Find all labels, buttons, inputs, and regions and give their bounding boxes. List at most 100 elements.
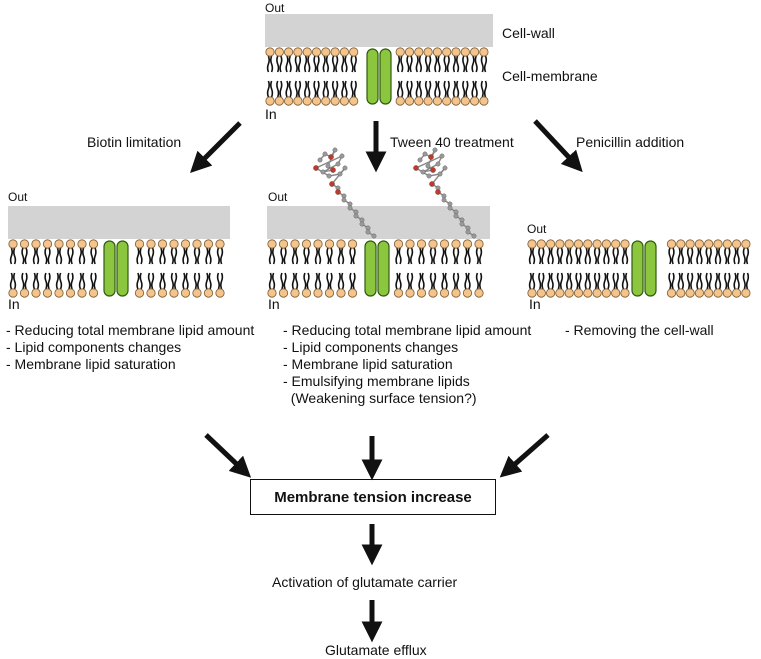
lipid-tail — [705, 247, 709, 265]
atom — [322, 151, 328, 157]
lipid-tail — [395, 272, 399, 290]
lipid-tail — [409, 80, 413, 98]
atom — [471, 233, 477, 239]
lipid-tail — [304, 55, 308, 73]
lipid-tail — [603, 247, 607, 265]
lipid-head — [620, 239, 630, 249]
lipid-tail — [606, 272, 610, 290]
lipid-tail — [437, 55, 441, 73]
lipid-tail — [9, 272, 13, 290]
lipid-head — [666, 288, 677, 298]
lipid-tail — [170, 272, 174, 290]
lipid-head — [432, 47, 442, 57]
atom — [359, 221, 365, 227]
lipid-head — [704, 239, 714, 249]
lipid-tail — [90, 247, 94, 265]
lipid-tail — [136, 272, 140, 290]
bond — [422, 163, 439, 173]
glutamate-channel — [116, 240, 129, 297]
lipid-tail — [349, 247, 353, 265]
atom — [426, 173, 432, 179]
penicillin-addition-label: Penicillin addition — [576, 134, 685, 150]
lipid-head — [313, 288, 323, 298]
lipid-tail — [325, 55, 329, 73]
list-item: - Membrane lipid saturation — [283, 356, 453, 372]
lipid-head — [42, 288, 53, 298]
left-in-label: In — [8, 296, 20, 312]
lipid-tail — [294, 80, 298, 98]
lipid-tail — [93, 272, 97, 290]
lipid-tail — [467, 247, 471, 265]
lipid-head — [157, 239, 168, 249]
lipid-tail — [597, 272, 601, 290]
atom — [337, 171, 343, 177]
lipid-tail — [297, 80, 302, 98]
lipid-head — [278, 239, 289, 249]
atom — [320, 169, 326, 175]
lipid-tail — [456, 80, 460, 98]
lipid-tail — [621, 247, 625, 265]
list-item: - Reducing total membrane lipid amount — [283, 322, 532, 338]
glutamate-channel — [379, 48, 392, 105]
lipid-head — [324, 288, 335, 298]
left-effects-list: - Reducing total membrane lipid amount -… — [6, 322, 254, 373]
list-item: - Membrane lipid saturation — [6, 356, 176, 372]
lipid-head — [592, 288, 602, 298]
lipid-head — [460, 47, 470, 57]
bond — [415, 155, 443, 169]
lipid-tail — [47, 272, 51, 290]
lipid-tail — [47, 247, 51, 265]
lipid-tail — [578, 272, 582, 290]
lipid-head — [564, 288, 574, 298]
lipid-tail — [714, 272, 718, 290]
lipid-tail — [313, 80, 317, 98]
lipid-tail — [433, 247, 437, 265]
bond — [431, 167, 446, 185]
lipid-tail — [280, 247, 284, 265]
lipid-head — [469, 96, 480, 106]
lipid-tail — [349, 272, 353, 290]
lipid-tail — [279, 80, 283, 98]
lipid-tail — [313, 55, 317, 73]
lipid-tail — [36, 272, 40, 290]
lipid-tail — [587, 272, 591, 290]
lipid-tail — [341, 272, 345, 290]
lipid-head — [65, 239, 76, 249]
lipid-tail — [59, 247, 63, 265]
lipid-tail — [479, 247, 483, 265]
middle-membrane — [267, 239, 484, 298]
lipid-head — [31, 288, 41, 298]
lipid-tail — [587, 247, 591, 265]
lipid-tail — [686, 247, 691, 265]
lipid-head — [8, 288, 18, 298]
lipid-head — [393, 239, 404, 249]
atom — [326, 173, 332, 179]
lipid-tail — [538, 272, 542, 290]
lipid-tail — [532, 272, 536, 290]
lipid-tail — [13, 272, 17, 290]
lipid-tail — [480, 55, 484, 73]
lipid-tail — [285, 80, 289, 98]
lipid-head — [321, 96, 331, 106]
lipid-head — [439, 239, 450, 249]
lipid-head — [423, 96, 433, 106]
lipid-tail — [415, 55, 419, 73]
lipid-tail — [326, 272, 330, 290]
lipid-tail — [578, 247, 582, 265]
lipid-tail — [406, 247, 410, 265]
lipid-tail — [288, 80, 292, 98]
lipid-tail — [329, 272, 333, 290]
lipid-tail — [331, 55, 336, 73]
lipid-head — [432, 96, 442, 106]
lipid-head — [65, 288, 76, 298]
lipid-head — [713, 288, 723, 298]
lipid-tail — [434, 55, 438, 73]
atom — [317, 157, 323, 163]
lipid-tail — [36, 247, 40, 265]
lipid-head — [265, 47, 275, 57]
lipid-tail — [541, 272, 545, 290]
lipid-tail — [668, 272, 672, 290]
lipid-head — [278, 288, 289, 298]
lipid-tail — [724, 272, 728, 290]
lipid-head — [462, 239, 473, 249]
